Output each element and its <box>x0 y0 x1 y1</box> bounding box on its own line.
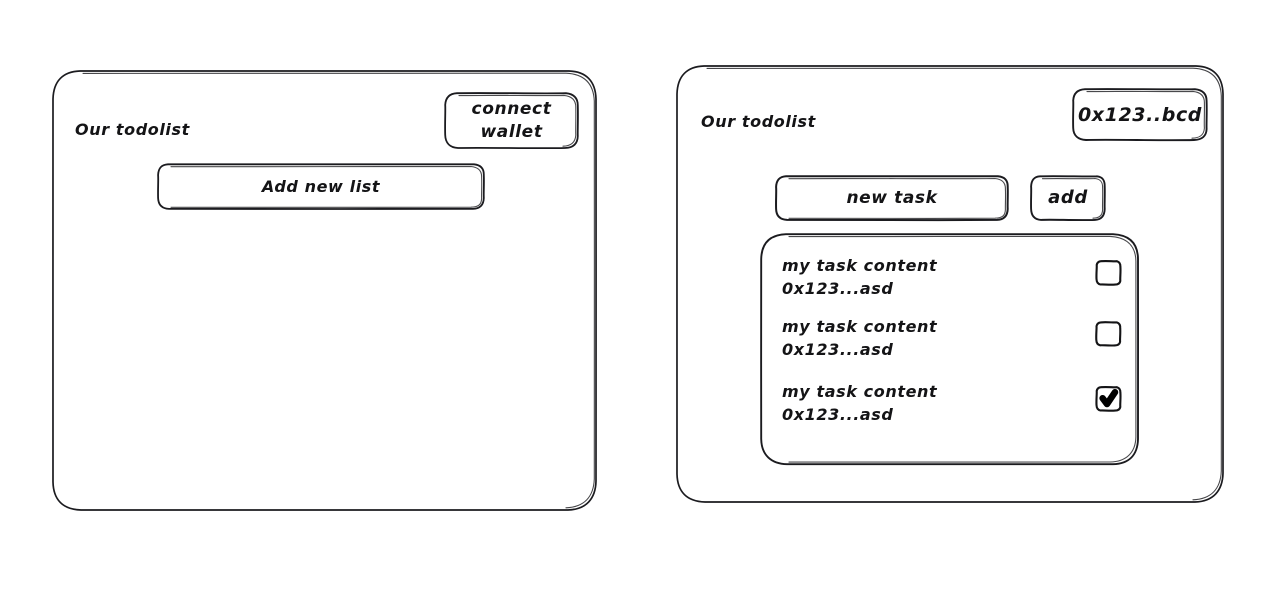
task-owner: 0x123...asd <box>782 405 894 424</box>
page-title: Our todolist <box>75 120 190 139</box>
task-checkbox[interactable] <box>1095 385 1122 412</box>
add-task-label: add <box>1048 187 1088 208</box>
wallet-address-button[interactable]: 0x123..bcd <box>1072 88 1208 142</box>
todolist-panel-active: Our todolist 0x123..bcd new task add <box>675 64 1225 504</box>
task-text: my task content 0x123...asd <box>782 381 937 426</box>
add-new-list-input[interactable]: Add new list <box>157 163 485 210</box>
checkbox-icon <box>1095 321 1122 347</box>
new-task-input[interactable]: new task <box>775 175 1009 222</box>
task-text: my task content 0x123...asd <box>782 316 937 361</box>
checkbox-checked-icon <box>1095 385 1122 412</box>
checkbox-icon <box>1095 259 1122 286</box>
task-content: my task content <box>782 256 938 275</box>
task-list-card: my task content 0x123...asd my task cont… <box>760 233 1140 466</box>
new-task-label: new task <box>846 187 938 208</box>
task-content: my task content <box>782 382 938 401</box>
add-new-list-label: Add new list <box>261 176 381 196</box>
add-task-button[interactable]: add <box>1030 175 1106 222</box>
task-row[interactable]: my task content 0x123...asd <box>782 381 1122 437</box>
task-row[interactable]: my task content 0x123...asd <box>782 316 1122 372</box>
connect-wallet-line2: wallet <box>480 121 543 142</box>
task-owner: 0x123...asd <box>782 279 894 298</box>
wallet-address-label: 0x123..bcd <box>1077 103 1203 126</box>
task-checkbox[interactable] <box>1095 320 1122 347</box>
connect-wallet-line1: connect <box>471 98 552 119</box>
task-content: my task content <box>782 317 938 336</box>
task-row[interactable]: my task content 0x123...asd <box>782 255 1122 311</box>
task-owner: 0x123...asd <box>782 340 894 359</box>
task-text: my task content 0x123...asd <box>782 255 937 300</box>
page-title: Our todolist <box>701 112 816 131</box>
task-checkbox[interactable] <box>1095 259 1122 286</box>
